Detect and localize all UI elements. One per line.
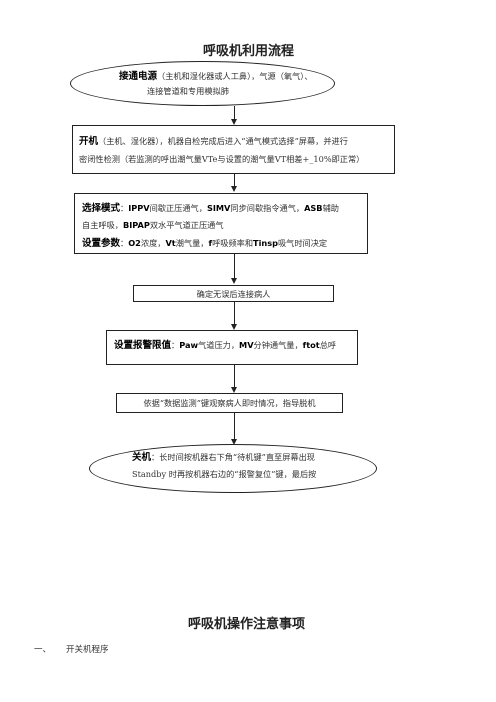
mode-select-node: 选择模式：IPPV间歇正压通气，SIMV同步间歇指令通气，ASB辅助 自主呼吸，… [74,193,368,254]
arrow-1 [230,119,237,125]
power-on-keyword: 接通电源 [119,71,158,82]
param-keyword: 设置参数 [82,238,121,249]
alarm-paw: Paw [179,340,199,350]
startup-node: 开机（主机、湿化器），机器自检完成后进入“通气模式选择”屏幕，并进行 密闭性检测… [72,125,395,174]
arrow-2 [230,186,237,192]
connector-4 [234,302,235,324]
arrow-5 [230,387,237,393]
power-on-text-2: 连接管道和专用模拟肺 [147,86,229,96]
connector-1 [234,106,235,119]
confirm-connect-text: 确定无误后连接病人 [196,289,271,299]
confirm-connect-node: 确定无误后连接病人 [133,285,334,302]
mode-keyword: 选择模式 [82,203,121,214]
startup-text-1: （主机、湿化器），机器自检完成后进入“通气模式选择”屏幕，并进行 [98,136,348,146]
connector-6 [234,413,235,439]
param-vt: Vt [165,238,176,248]
arrow-3 [230,278,237,284]
alarm-ftot-desc: 总呼 [319,340,337,350]
shutdown-text-2: Standby 时再按机器右边的“报警复位”键，最后按 [132,469,317,479]
power-on-text-1: （主机和湿化器或人工鼻），气源（氧气）、 [157,71,313,81]
alarm-paw-desc: 气道压力， [198,340,240,350]
mode-ippv: IPPV [128,203,150,213]
shutdown-keyword: 关机 [132,452,152,463]
param-vt-desc: 潮气量， [175,238,209,248]
param-o2-desc: 浓度， [140,238,166,248]
power-on-node: 接通电源（主机和湿化器或人工鼻），气源（氧气）、 连接管道和专用模拟肺 [70,61,335,106]
param-colon: ： [120,238,129,248]
mode-simv: SIMV [206,203,231,213]
param-tinsp: Tinsp [253,238,278,248]
mode-line2-a: 自主呼吸， [82,220,123,230]
arrow-6 [230,439,237,445]
shutdown-text-1: ：长时间按机器右下角“待机键”直至屏幕出现 [151,452,315,462]
section-title: 呼吸机操作注意事项 [188,617,306,632]
alarm-keyword: 设置报警限值 [114,340,172,351]
mode-ippv-desc: 间歇正压通气， [149,203,207,213]
monitor-node: 依据“数据监测”键观察病人即时情况，指导脱机 [116,393,343,413]
connector-3 [234,254,235,278]
monitor-text: 依据“数据监测”键观察病人即时情况，指导脱机 [143,398,316,408]
alarm-mv: MV [239,340,254,350]
startup-keyword: 开机 [79,136,99,147]
mode-simv-desc: 同步间歇指令通气， [230,203,305,213]
mode-bipap-desc: 双水平气道正压通气 [149,220,224,230]
shutdown-node: 关机：长时间按机器右下角“待机键”直至屏幕出现 Standby 时再按机器右边的… [89,444,377,493]
startup-text-2: 密闭性检测（若监测的呼出潮气量VTe与设置的潮气量VT相差+_10%即正常） [79,154,365,164]
alarm-ftot: ftot [302,340,320,350]
param-o2: O2 [128,238,141,248]
param-f: f [208,238,213,248]
param-f-desc: 呼吸频率和 [212,238,254,248]
arrow-4 [230,324,237,330]
connector-2 [234,174,235,186]
mode-bipap: BIPAP [122,220,150,230]
alarm-limits-node: 设置报警限值：Paw气道压力，MV分钟通气量，ftot总呼 [106,330,358,365]
mode-asb: ASB [304,203,323,213]
alarm-mv-desc: 分钟通气量， [253,340,303,350]
mode-asb-desc: 辅助 [322,203,339,213]
page-title: 呼吸机利用流程 [203,44,295,59]
connector-5 [234,365,235,387]
alarm-colon: ： [171,340,180,350]
section-item-number: 一、 [34,645,52,655]
section-item-text: 开关机程序 [66,645,109,655]
mode-colon: ： [120,203,129,213]
param-tinsp-desc: 吸气时间决定 [277,238,328,248]
